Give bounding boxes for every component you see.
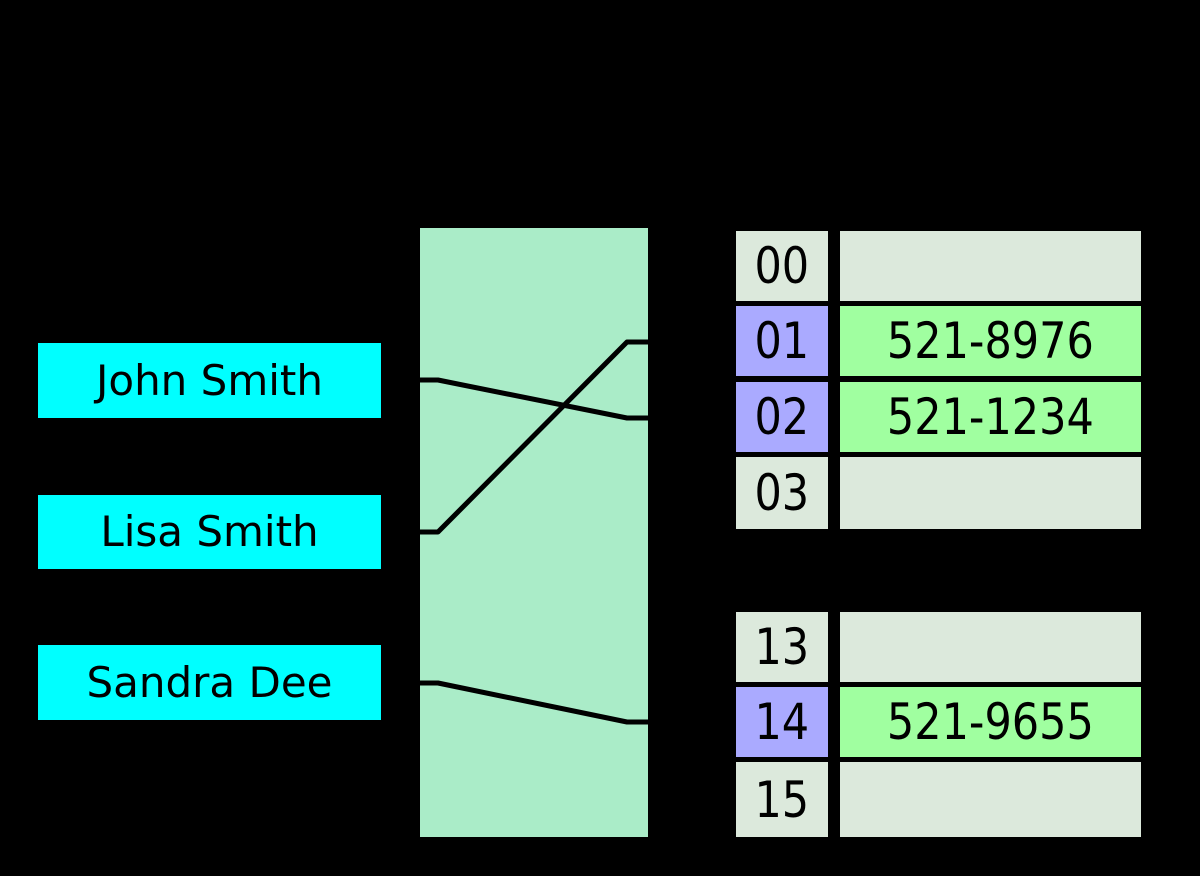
bucket-value-text: 521-1234 [886, 388, 1095, 446]
bucket-value-01: 521-8976 [840, 306, 1141, 376]
bucket-index-text: 13 [754, 618, 810, 676]
key-label: Lisa Smith [100, 507, 319, 556]
bucket-index-02: 02 [736, 382, 828, 452]
bucket-index-text: 03 [754, 464, 810, 522]
bucket-index-15: 15 [736, 762, 828, 837]
bucket-index-00: 00 [736, 231, 828, 301]
bucket-index-text: 01 [754, 312, 810, 370]
bucket-index-13: 13 [736, 612, 828, 682]
key-box-sandra-dee: Sandra Dee [38, 645, 381, 720]
bucket-index-01: 01 [736, 306, 828, 376]
key-label: John Smith [95, 355, 323, 405]
bucket-value-text: 521-9655 [886, 693, 1095, 751]
bucket-value-text: 521-8976 [886, 312, 1095, 370]
bucket-index-text: 02 [754, 388, 810, 446]
key-box-lisa-smith: Lisa Smith [38, 495, 381, 569]
bucket-index-14: 14 [736, 687, 828, 757]
bucket-index-text: 14 [754, 693, 810, 751]
bucket-value-14: 521-9655 [840, 687, 1141, 757]
key-box-john-smith: John Smith [38, 343, 381, 418]
key-label: Sandra Dee [86, 657, 333, 707]
bucket-value-13 [840, 612, 1141, 682]
bucket-index-03: 03 [736, 457, 828, 529]
bucket-value-15 [840, 762, 1141, 837]
hash-function-box [420, 228, 648, 837]
bucket-value-00 [840, 231, 1141, 301]
bucket-index-text: 15 [754, 770, 810, 829]
bucket-value-02: 521-1234 [840, 382, 1141, 452]
bucket-index-text: 00 [754, 237, 810, 295]
bucket-value-03 [840, 457, 1141, 529]
